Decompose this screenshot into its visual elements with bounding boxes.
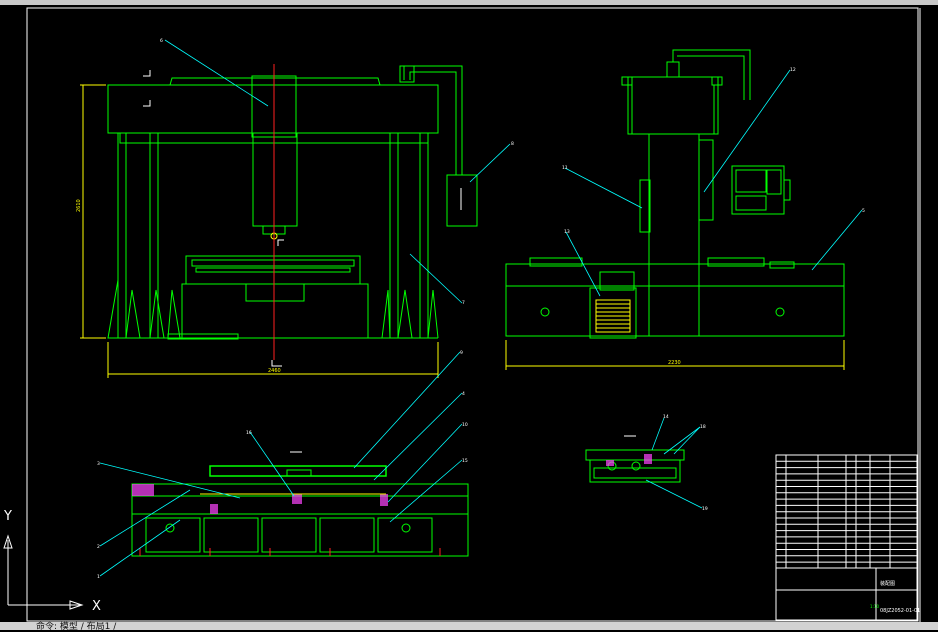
balloon-18: 18: [700, 424, 706, 430]
ucs-x-label: X: [92, 599, 101, 614]
front-height-dimension: 2610: [76, 199, 82, 212]
side-width-dimension: 2230: [668, 360, 681, 366]
front-width-dimension: 2460: [268, 368, 281, 374]
front-view: 2610 2460 6 8 7: [76, 38, 514, 378]
balloon-14: 14: [663, 414, 669, 420]
balloon-7: 7: [462, 300, 465, 306]
drawing-border: [26, 7, 919, 622]
balloon-19: 19: [702, 506, 708, 512]
balloon-12: 12: [790, 67, 796, 73]
balloon-11: 11: [562, 165, 568, 171]
balloon-5: 5: [862, 208, 865, 214]
ucs-icon: Y X: [3, 509, 101, 614]
balloon-2: 2: [97, 544, 100, 550]
drawing-number: 08JZ2052-01-01: [880, 608, 920, 614]
balloon-1: 1: [97, 574, 100, 580]
balloon-6: 6: [160, 38, 163, 44]
balloon-13: 13: [564, 229, 570, 235]
plan-view: 9 4 10 15 16 3 2 1: [97, 350, 469, 580]
balloon-3: 3: [97, 461, 100, 467]
balloon-8: 8: [511, 141, 514, 147]
drawing-scale: 1:10: [870, 604, 879, 609]
balloon-9: 9: [460, 350, 463, 356]
balloon-4: 4: [462, 391, 465, 397]
top-toolbar-strip: [0, 0, 938, 5]
drawing-name: 装配图: [880, 580, 895, 587]
ucs-y-label: Y: [3, 509, 12, 524]
balloon-15: 15: [462, 458, 468, 464]
title-block: 装配图 08JZ2052-01-01 1:10: [775, 454, 920, 621]
status-bar-text: 命令: 模型 / 布局1 /: [36, 622, 117, 632]
side-view: 2230 12 11 13 5: [505, 49, 865, 370]
detail-view: 14 18 19: [585, 414, 708, 512]
status-bar: 命令: 模型 / 布局1 /: [0, 622, 938, 632]
balloon-10: 10: [462, 422, 468, 428]
balloon-16: 16: [246, 430, 252, 436]
